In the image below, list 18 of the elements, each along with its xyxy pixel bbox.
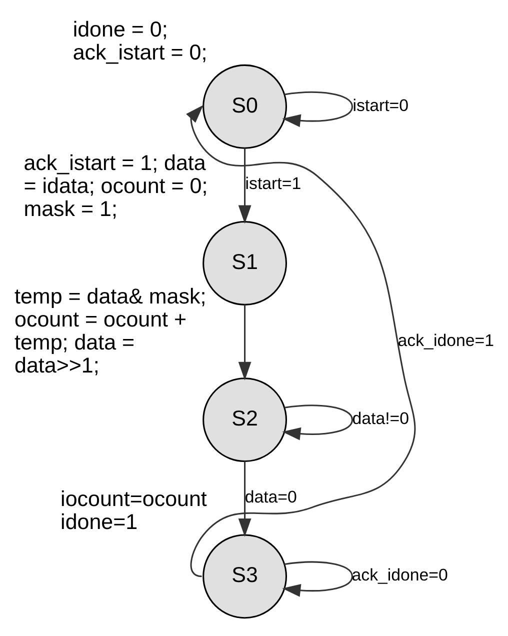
edge-label: data=0 (244, 486, 297, 506)
arrow (238, 304, 252, 380)
edge-label: istart=1 (245, 174, 302, 193)
arrow (282, 404, 354, 440)
node-circle: S2 (202, 377, 287, 462)
arrow (238, 460, 252, 536)
node-label: idone = 0; ack_istart = 0; (72, 16, 208, 64)
edge-label: data!=0 (352, 408, 410, 428)
arrow (238, 148, 252, 224)
edge-label: ack_idone=1 (398, 330, 494, 350)
arrow (282, 91, 354, 127)
node-label: ack_istart = 1; data = idata; ocount = 0; mask = 1; (24, 150, 208, 220)
node-circle: S3 (202, 534, 287, 618)
edge-label: ack_idone=0 (352, 565, 448, 584)
node-circle: S0 (202, 64, 287, 148)
arrow (282, 560, 354, 596)
node-label: iocount=ocount idone=1 (60, 486, 207, 534)
edge-label: istart=0 (352, 95, 409, 114)
